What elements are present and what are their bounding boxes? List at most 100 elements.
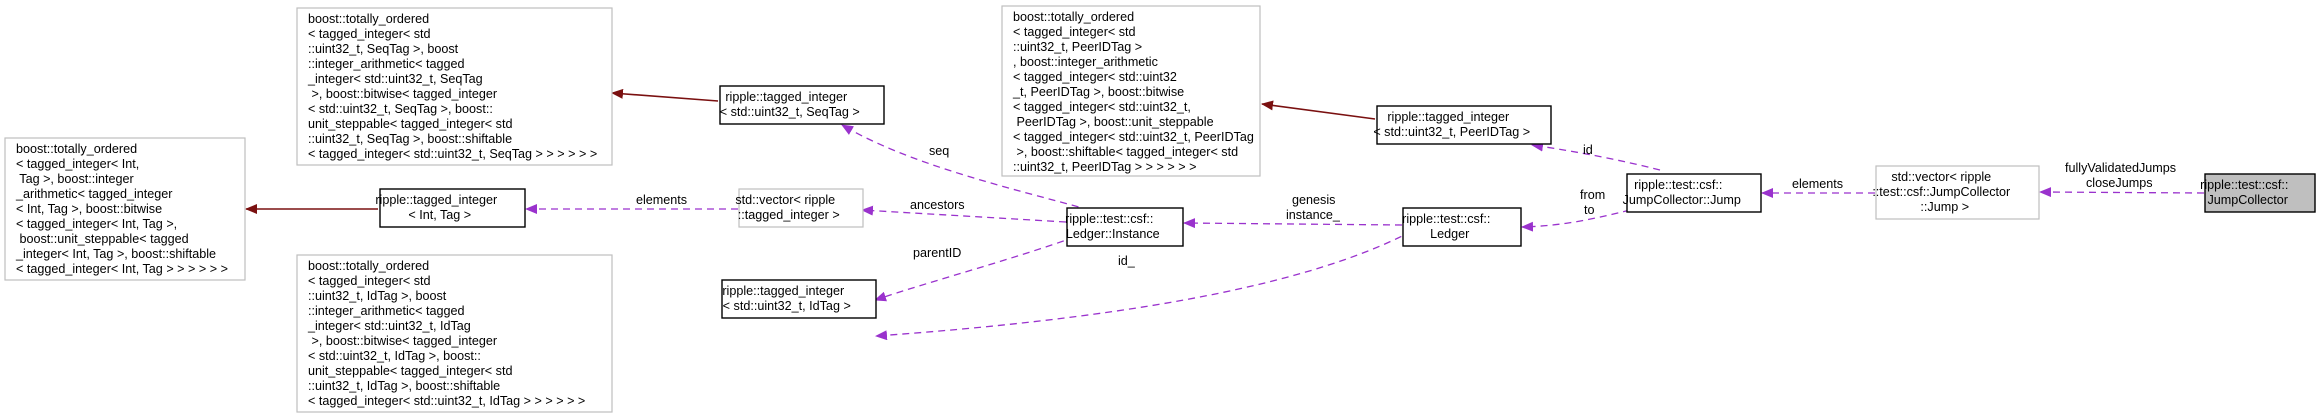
node-line: boost::totally_ordered	[308, 259, 429, 273]
node-tagged-integer-idtag[interactable]: ripple::tagged_integer < std::uint32_t, …	[0, 0, 877, 319]
node-line: boost::totally_ordered	[308, 12, 429, 26]
node-line: ::uint32_t, IdTag >, boost::shiftable	[308, 379, 500, 393]
svg-text:boost::totally_ordered: boost::totally_ordered < tagged_integer<…	[0, 0, 622, 161]
edge-labels: elements ancestors seq parentID id_ gene…	[636, 143, 2176, 268]
node-totally-ordered-idtag[interactable]: boost::totally_ordered < tagged_integer<…	[0, 0, 613, 413]
svg-text:ripple::test::csf:: Le: ripple::test::csf:: Ledger::Instance	[0, 0, 1185, 241]
node-line: JumpCollector	[2208, 193, 2289, 207]
node-line: ripple::tagged_integer	[722, 284, 844, 298]
node-line: ::tagged_integer >	[738, 208, 840, 222]
node-line: < tagged_integer< std::uint32_t, IdTag >…	[308, 394, 585, 408]
svg-text:std::vector< ripple ::: std::vector< ripple ::tagged_integer >	[0, 0, 867, 222]
node-tagged-integer-int[interactable]: ripple::tagged_integer < Int, Tag >	[0, 0, 529, 228]
node-line: boost::totally_ordered	[1013, 10, 1134, 24]
node-line: _t, PeerIDTag >, boost::bitwise	[1012, 85, 1184, 99]
node-line: >, boost::bitwise< tagged_integer	[308, 87, 497, 101]
node-line: _arithmetic< tagged_integer	[15, 187, 172, 201]
node-line: Ledger	[1430, 227, 1469, 241]
edge-label-id-underscore: id_	[1118, 254, 1136, 268]
edges	[245, 88, 2205, 341]
node-totally-ordered-seqtag[interactable]: boost::totally_ordered < tagged_integer<…	[0, 0, 622, 166]
node-line: ripple::test::csf::	[1634, 178, 1722, 192]
node-line: Tag >, boost::integer	[16, 172, 134, 186]
node-line: _integer< std::uint32_t, IdTag	[307, 319, 471, 333]
node-line: PeerIDTag >, boost::unit_steppable	[1013, 115, 1214, 129]
node-ledger[interactable]: ripple::test::csf:: Ledger	[0, 0, 1522, 247]
node-line: < tagged_integer< Int,	[16, 157, 139, 171]
edge-ti-seq-to-totally-ordered-seq	[611, 88, 719, 102]
node-line: ::uint32_t, SeqTag >, boost::shiftable	[308, 132, 512, 146]
node-line: , boost::integer_arithmetic	[1013, 55, 1158, 69]
node-line: ::Jump >	[1920, 200, 1969, 214]
node-line: ripple::test::csf::	[1402, 212, 1490, 226]
edge-jumpcollector-jumps	[2039, 187, 2205, 198]
node-line: std::vector< ripple	[735, 193, 835, 207]
edge-label-parentid: parentID	[913, 246, 961, 260]
node-line: ::uint32_t, IdTag >, boost	[308, 289, 447, 303]
node-line: ::uint32_t, SeqTag >, boost	[308, 42, 459, 56]
node-line: Ledger::Instance	[1066, 227, 1160, 241]
node-line: _integer< std::uint32_t, SeqTag	[307, 72, 483, 86]
edge-ledger-id	[875, 230, 1413, 341]
node-tagged-integer-peeridtag[interactable]: ripple::tagged_integer < std::uint32_t, …	[0, 0, 1555, 145]
node-line: ripple::tagged_integer	[1387, 110, 1509, 124]
node-line: unit_steppable< tagged_integer< std	[308, 364, 512, 378]
svg-text:ripple::tagged_integer: ripple::tagged_integer < Int, Tag >	[0, 0, 529, 222]
node-line: ripple::test::csf::	[1065, 212, 1153, 226]
node-line: ripple::tagged_integer	[725, 90, 847, 104]
node-line: JumpCollector::Jump	[1623, 193, 1741, 207]
edge-label-instance: instance_	[1286, 208, 1341, 222]
svg-text:ripple::tagged_integer: ripple::tagged_integer < std::uint32_t, …	[0, 0, 1555, 139]
node-vector-jump[interactable]: std::vector< ripple ::test::csf::JumpCol…	[0, 0, 2042, 220]
node-ledger-instance[interactable]: ripple::test::csf:: Ledger::Instance	[0, 0, 1185, 247]
edge-label-fully-validated-jumps: fullyValidatedJumps	[2065, 161, 2176, 175]
node-line: ::integer_arithmetic< tagged	[308, 57, 464, 71]
edge-instance-seq	[841, 124, 1091, 211]
node-line: < tagged_integer< std::uint32_t, SeqTag …	[308, 147, 597, 161]
edge-label-close-jumps: closeJumps	[2086, 176, 2153, 190]
edge-jump-id	[1531, 141, 1661, 171]
node-line: < std::uint32_t, PeerIDTag >	[1373, 125, 1530, 139]
node-line: boost::unit_steppable< tagged	[16, 232, 189, 246]
node-line: >, boost::bitwise< tagged_integer	[308, 334, 497, 348]
node-line: < tagged_integer< std	[1013, 25, 1136, 39]
node-line: < Int, Tag >	[408, 208, 471, 222]
svg-text:ripple::tagged_integer: ripple::tagged_integer < std::uint32_t, …	[0, 0, 876, 313]
node-line: std::vector< ripple	[1891, 170, 1991, 184]
edge-label-id: id	[1583, 143, 1593, 157]
node-line: < Int, Tag >, boost::bitwise	[16, 202, 162, 216]
node-line: boost::totally_ordered	[16, 142, 137, 156]
node-line: >, boost::shiftable< tagged_integer< std	[1013, 145, 1238, 159]
svg-text:std::vector< ripple ::: std::vector< ripple ::test::csf::JumpCol…	[0, 0, 2042, 214]
node-line: ::test::csf::JumpCollector	[1872, 185, 2010, 199]
node-tagged-integer-seqtag[interactable]: ripple::tagged_integer < std::uint32_t, …	[0, 0, 885, 125]
node-totally-ordered-peeridtag[interactable]: boost::totally_ordered < tagged_integer<…	[0, 0, 1285, 177]
node-line: < std::uint32_t, IdTag >	[723, 299, 851, 313]
edge-ti-peer-to-totally-ordered-peer	[1261, 100, 1376, 120]
node-jumpcollector[interactable]: ripple::test::csf:: JumpCollector	[0, 0, 2320, 213]
node-line: < tagged_integer< std	[308, 274, 431, 288]
node-line: ::uint32_t, PeerIDTag >	[1013, 40, 1142, 54]
node-line: < tagged_integer< Int, Tag >,	[16, 217, 177, 231]
node-line: _integer< Int, Tag >, boost::shiftable	[15, 247, 216, 261]
node-line: ::uint32_t, PeerIDTag > > > > > >	[1013, 160, 1196, 174]
node-line: < tagged_integer< std::uint32_t,	[1013, 100, 1191, 114]
edge-ledger-instance	[1183, 218, 1403, 229]
node-line: < std::uint32_t, SeqTag >	[720, 105, 860, 119]
svg-text:ripple::test::csf:: Le: ripple::test::csf:: Ledger	[0, 0, 1522, 241]
edge-jump-from-to	[1521, 209, 1631, 232]
node-vector-tagged-integer[interactable]: std::vector< ripple ::tagged_integer >	[0, 0, 867, 228]
svg-text:ripple::test::csf:: Ju: ripple::test::csf:: JumpCollector	[0, 0, 2320, 207]
edge-label-seq: seq	[929, 144, 949, 158]
node-line: < tagged_integer< std	[308, 27, 431, 41]
edge-label-elements: elements	[636, 193, 687, 207]
node-line: < std::uint32_t, SeqTag >, boost::	[308, 102, 493, 116]
svg-text:boost::totally_ordered: boost::totally_ordered < tagged_integer<…	[0, 0, 1285, 174]
node-jumpcollector-jump[interactable]: ripple::test::csf:: JumpCollector::Jump	[0, 0, 1765, 213]
svg-text:ripple::test::csf:: Ju: ripple::test::csf:: JumpCollector::Jump	[0, 0, 1765, 207]
edge-label-elements-2: elements	[1792, 177, 1843, 191]
edge-label-genesis: genesis	[1292, 193, 1335, 207]
svg-text:ripple::tagged_integer: ripple::tagged_integer < std::uint32_t, …	[0, 0, 884, 119]
node-totally-ordered-int[interactable]: boost::totally_ordered < tagged_integer<…	[0, 0, 252, 281]
